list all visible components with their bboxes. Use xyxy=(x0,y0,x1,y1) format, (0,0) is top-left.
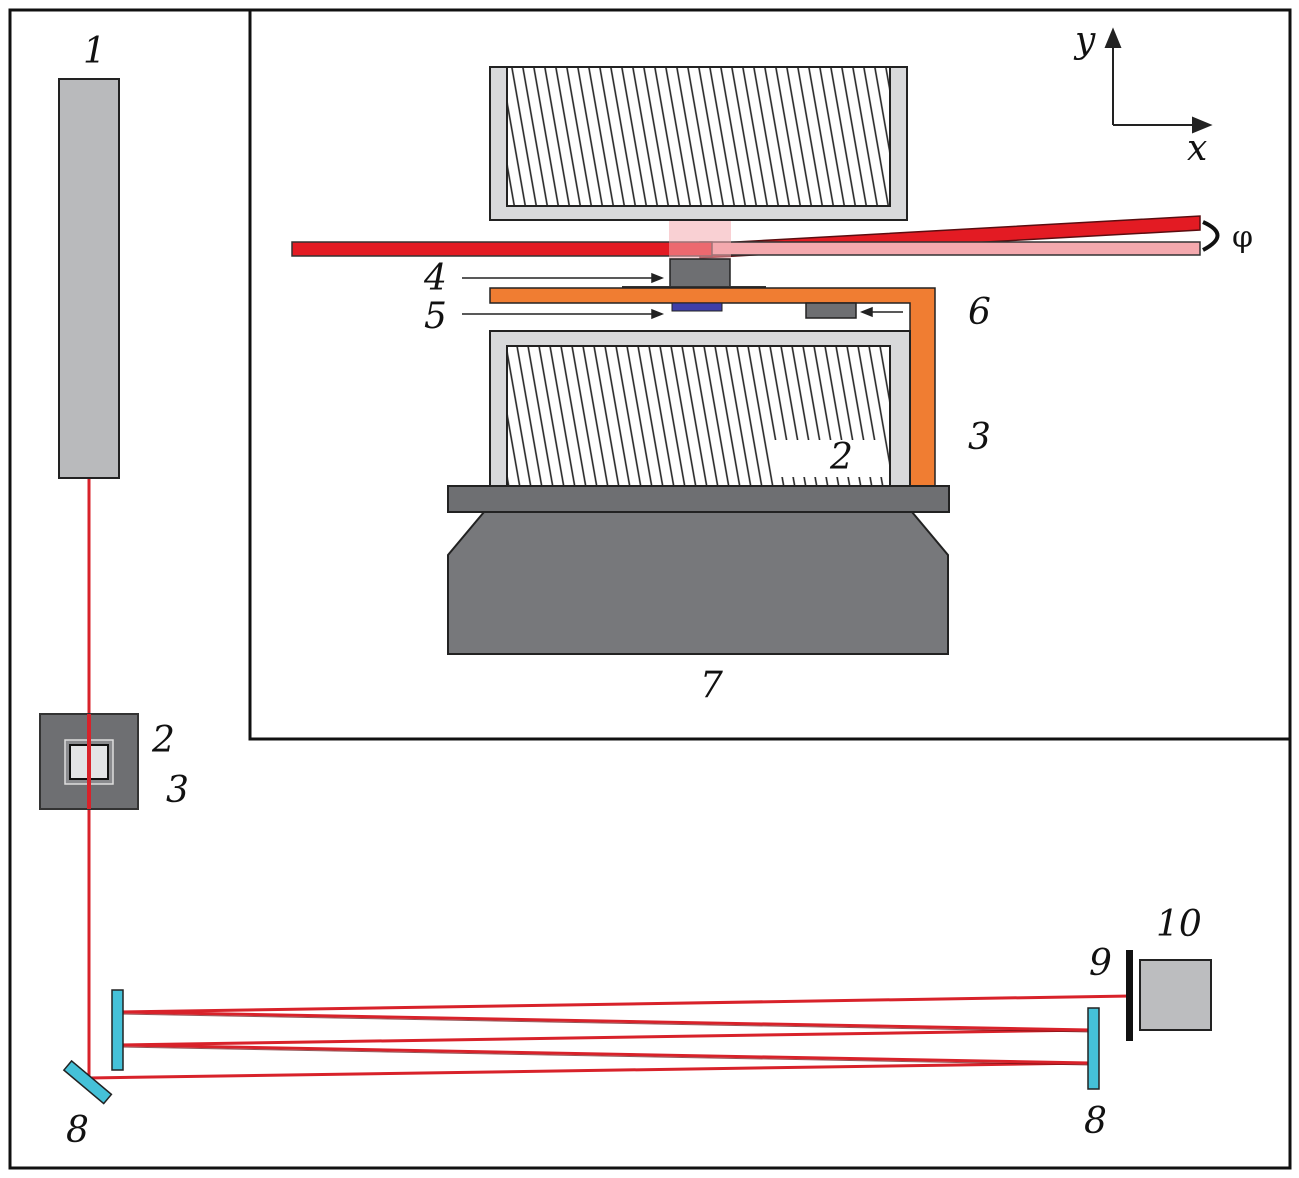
axis-x-label: x xyxy=(1187,128,1207,169)
label-laser: 1 xyxy=(83,31,106,72)
label-mirror-left: 8 xyxy=(66,1110,89,1151)
label-coil: 2 xyxy=(829,437,853,478)
label-holder: 3 xyxy=(968,417,991,458)
axis-y-label: y xyxy=(1073,20,1096,61)
label-mirror-right: 8 xyxy=(1084,1101,1107,1142)
angle-phi-label: φ xyxy=(1232,220,1253,255)
undeflected-beam-ghost xyxy=(699,241,1201,256)
mirror-left-vertical xyxy=(111,989,124,1071)
angle-phi-arc xyxy=(1202,220,1220,252)
label-stage: 7 xyxy=(700,665,723,706)
lower-coil-label-bg xyxy=(773,440,883,477)
label-sample-mirror: 4 xyxy=(423,258,447,299)
label-small-holder: 3 xyxy=(166,770,189,811)
label-sensor: 6 xyxy=(968,292,991,333)
screen xyxy=(1126,950,1133,1041)
mirror-right-vertical xyxy=(1087,1007,1100,1090)
laser-body xyxy=(58,78,120,479)
leader-lines xyxy=(462,272,903,320)
mirror-left-angled xyxy=(62,1059,113,1105)
axes-icon xyxy=(1104,27,1213,134)
upper-coil-hatch xyxy=(508,68,889,205)
label-camera: 10 xyxy=(1156,904,1202,945)
label-sample: 5 xyxy=(424,296,447,337)
incident-beam xyxy=(291,241,713,257)
sensor xyxy=(805,302,857,319)
camera xyxy=(1139,959,1212,1031)
sample-mirror xyxy=(669,258,731,288)
reflected-beams xyxy=(88,994,1132,1080)
stage-plate xyxy=(447,485,950,513)
beam-spot xyxy=(669,221,731,259)
label-screen: 9 xyxy=(1089,943,1112,984)
stage-body xyxy=(447,511,949,655)
reflected-beams-edge xyxy=(117,1013,1091,1066)
sample xyxy=(671,302,723,312)
label-small-coil: 2 xyxy=(151,720,175,761)
